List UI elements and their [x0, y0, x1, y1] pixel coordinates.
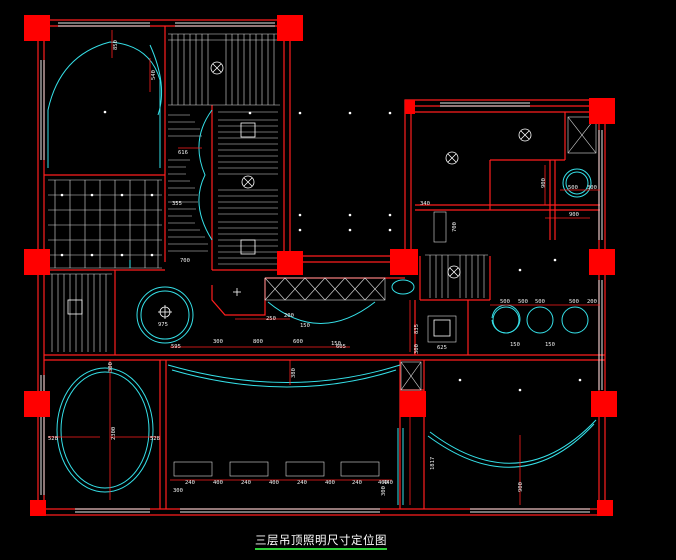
drawing-title: 三层吊顶照明尺寸定位图 — [255, 533, 387, 550]
dim-label: 528 — [48, 436, 58, 442]
dim-label: 400 — [378, 480, 388, 486]
dim-label: 380 — [291, 368, 297, 378]
dim-label: 900 — [569, 212, 579, 218]
dim-label: 150 — [510, 342, 520, 348]
dimension-lines — [48, 30, 600, 505]
dim-label: 400 — [325, 480, 335, 486]
dim-label: 300 — [213, 339, 223, 345]
dim-label: 300 — [381, 486, 387, 496]
windows — [40, 22, 603, 513]
light-fixtures — [67, 61, 532, 337]
dim-label: 150 — [545, 342, 555, 348]
dim-label: 240 — [185, 480, 195, 486]
dim-label: 500 — [518, 299, 528, 305]
dim-label: 700 — [180, 258, 190, 264]
ceiling-outlines — [47, 41, 597, 505]
dim-label: 440 — [383, 480, 393, 486]
dim-label: 540 — [151, 70, 157, 80]
dim-label: 200 — [284, 313, 294, 319]
dim-label: 528 — [150, 436, 160, 442]
dim-label: 900 — [518, 482, 524, 492]
dim-label: 500 — [569, 299, 579, 305]
columns — [24, 15, 617, 516]
dimension-labels: 850 540 616 355 700 250 200 150 595 300 … — [48, 40, 597, 496]
dim-label: 300 — [587, 185, 597, 191]
dim-label: 340 — [420, 201, 430, 207]
downlights — [60, 110, 582, 392]
dim-label: 625 — [437, 345, 447, 351]
dim-label: 595 — [171, 344, 181, 350]
dim-label: 900 — [541, 178, 547, 188]
dim-label: 850 — [113, 40, 119, 50]
dim-label: 200 — [587, 299, 597, 305]
dim-label: 2300 — [111, 427, 117, 440]
dim-label: 975 — [158, 322, 168, 328]
dim-label: 835 — [414, 324, 420, 334]
dim-label: 240 — [352, 480, 362, 486]
dim-label: 150 — [331, 341, 341, 347]
dim-label: 355 — [172, 201, 182, 207]
dim-label: 400 — [269, 480, 279, 486]
dim-label: 600 — [293, 339, 303, 345]
dim-label: 250 — [266, 316, 276, 322]
slat-ceilings — [48, 33, 597, 477]
dim-label: 300 — [414, 344, 420, 354]
dim-label: 400 — [213, 480, 223, 486]
dim-label: 800 — [253, 339, 263, 345]
dim-label: 240 — [297, 480, 307, 486]
dim-label: 150 — [300, 323, 310, 329]
dim-label: 605 — [336, 344, 346, 350]
dim-label: 300 — [173, 488, 183, 494]
dim-label: 240 — [241, 480, 251, 486]
dim-label: 500 — [500, 299, 510, 305]
dim-label: 1817 — [430, 457, 436, 470]
dim-label: 300 — [108, 362, 114, 372]
dim-label: 500 — [568, 185, 578, 191]
dim-label: 500 — [535, 299, 545, 305]
dim-label: 616 — [178, 150, 188, 156]
dim-label: 700 — [452, 222, 458, 232]
